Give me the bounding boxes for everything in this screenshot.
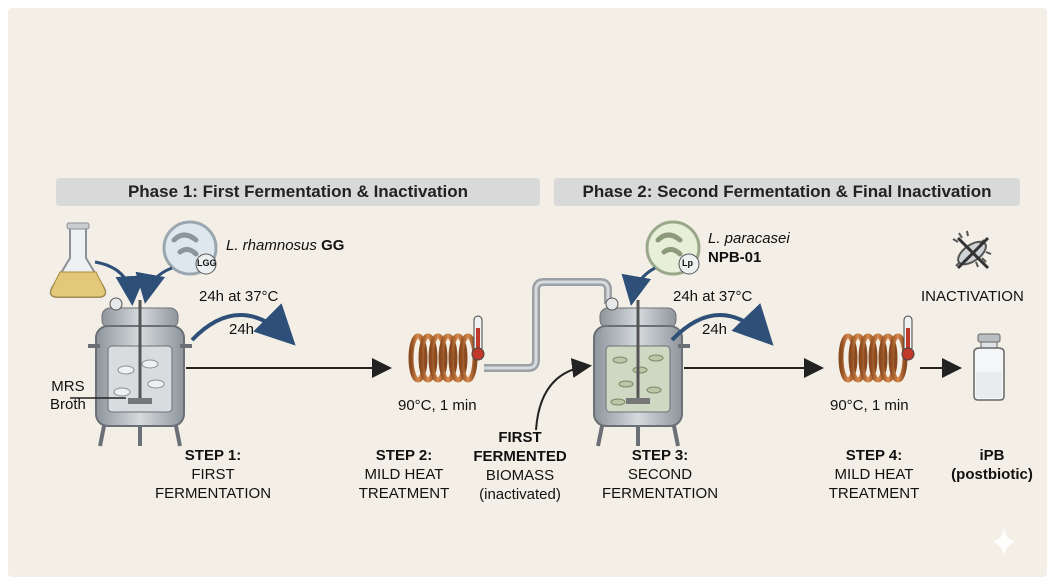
inactivation-label: INACTIVATION [921,288,1024,305]
strain-1-badge: LGG [197,258,217,268]
incubation-arrow-1 [190,303,296,346]
inactivated-bacteria-icon [952,230,992,270]
phase-1-header: Phase 1: First Fermentation & Inactivati… [56,178,540,206]
heat-coil-1-icon [398,333,484,383]
transfer-pipe [484,278,612,372]
lp-arrow [621,266,656,306]
ferment-1-condition: 24h at 37°C [199,288,279,305]
lgg-arrow [135,266,173,304]
heat-coil-2-icon [830,333,914,383]
flask-icon [49,222,107,298]
lp-bacteria-icon [645,220,701,276]
strain-1-label: L. rhamnosus GG [226,237,345,254]
sparkle-icon [992,528,1016,556]
phase-2-header: Phase 2: Second Fermentation & Final Ina… [554,178,1020,206]
ferment-2-duration: 24h [702,321,728,338]
incubation-arrow-2 [670,303,774,346]
heat-2-condition: 90°C, 1 min [830,397,909,414]
thermometer-2-icon [901,315,915,361]
bioreactor-2-icon [593,297,690,447]
bioreactor-1-icon [88,297,192,447]
lgg-bacteria-icon [162,220,218,276]
ferment-1-duration: 24h [229,321,255,338]
strain-2-badge: Lp [682,258,693,268]
postbiotic-vial-icon [973,333,1005,401]
ferment-2-condition: 24h at 37°C [673,288,753,305]
product-label: iPB(postbiotic) [951,447,1033,483]
heat-1-condition: 90°C, 1 min [398,397,477,414]
biomass-arrow [535,358,592,431]
diagram-canvas [8,8,1047,577]
flask-arrow [94,260,146,306]
thermometer-1-icon [471,315,485,361]
